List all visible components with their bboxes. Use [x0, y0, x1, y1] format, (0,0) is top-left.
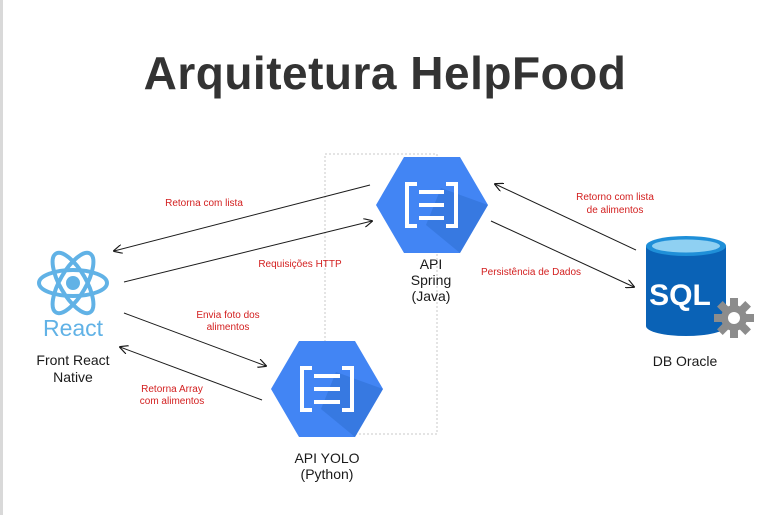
front-react-native-label-line-1: Front React [36, 352, 109, 368]
edge-label-retorno-lista-alimentos-line-1: Retorno com lista [576, 192, 654, 203]
arrow-spring-to-front [114, 184, 371, 251]
edge-label-retorno-lista-alimentos: Retorno com lista de alimentos [576, 192, 654, 216]
db-oracle-label: DB Oracle [653, 353, 718, 369]
api-spring-label-line-3: (Java) [412, 288, 451, 304]
api-yolo-label: API YOLO(Python) [294, 450, 359, 482]
page-left-border [0, 0, 3, 515]
sql-icon-text: SQL [649, 279, 711, 312]
edge-label-retorna-array-line-1: Retorna Array [141, 384, 203, 395]
sql-database-icon: SQL [646, 236, 726, 336]
front-react-native-label-line-2: Native [53, 369, 93, 385]
api-spring-bracket-icon [405, 182, 458, 228]
edge-label-retorno-lista-alimentos-line-2: de alimentos [587, 205, 644, 216]
arrow-yolo-to-front [120, 347, 263, 401]
db-oracle-node: SQL DB Oracle [646, 236, 754, 369]
api-yolo-label-line-1: API YOLO [294, 450, 359, 466]
edge-label-envia-foto-line-2: alimentos [207, 322, 250, 333]
service-group-outline [324, 153, 438, 435]
api-yolo-node: API YOLO(Python) [271, 341, 383, 482]
edge-label-envia-foto-line-1: Envia foto dos [196, 310, 259, 321]
react-logo-icon [37, 250, 109, 316]
api-yolo-label-line-2: (Python) [301, 466, 354, 482]
edge-label-requisicoes-http-line-1: Requisições HTTP [258, 259, 342, 270]
edge-label-persistencia-line-1: Persistência de Dados [481, 267, 581, 278]
react-logo-wordmark: React [43, 315, 104, 341]
edge-label-retorna-array-line-2: com alimentos [140, 396, 204, 407]
db-oracle-label-line-1: DB Oracle [653, 353, 718, 369]
arrow-front-to-yolo [123, 312, 266, 366]
arrow-spring-to-db [490, 220, 634, 287]
api-spring-label-line-1: API [420, 256, 443, 272]
api-spring-label-line-2: Spring [411, 272, 451, 288]
edge-label-requisicoes-http: Requisições HTTP [258, 259, 342, 270]
gear-icon [714, 298, 754, 338]
edge-label-persistencia: Persistência de Dados [481, 267, 581, 278]
edge-label-retorna-com-lista: Retorna com lista [165, 198, 243, 209]
api-yolo-bracket-icon [300, 366, 354, 412]
arrow-front-to-spring [123, 221, 372, 283]
page-title: Arquitetura HelpFood [143, 47, 627, 99]
edge-label-retorna-com-lista-line-1: Retorna com lista [165, 198, 243, 209]
arrow-db-to-spring [495, 184, 637, 251]
